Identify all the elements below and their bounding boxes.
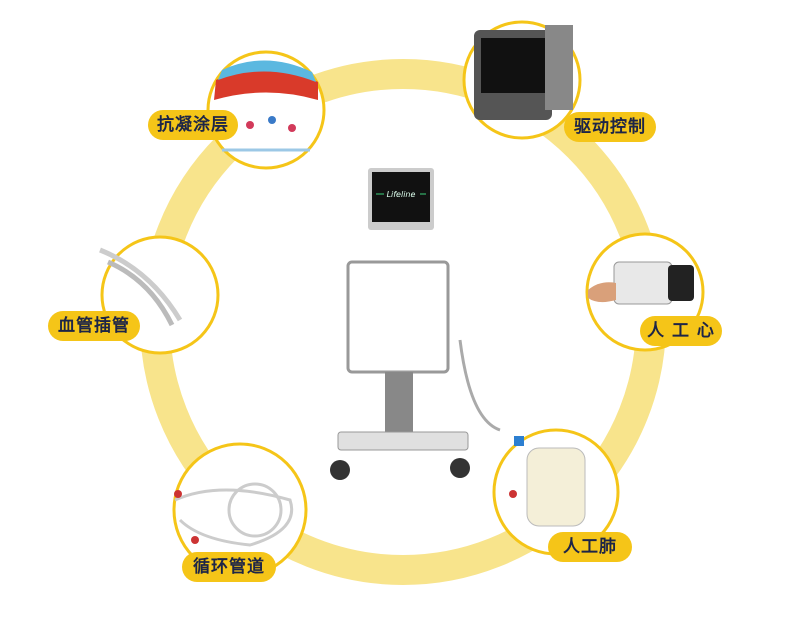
label-drive-control: 驱动控制 (564, 112, 656, 142)
device-screen-text: Lifeline (387, 190, 416, 199)
label-vascular-cannula: 血管插管 (48, 311, 140, 341)
label-anticoagulant-coating: 抗凝涂层 (148, 110, 238, 140)
label-artificial-heart: 人 工 心 (640, 316, 722, 346)
drive-control-image (462, 20, 582, 140)
label-circulation-tubing: 循环管道 (182, 552, 276, 582)
label-artificial-lung: 人工肺 (548, 532, 632, 562)
anticoagulant-coating-image (206, 50, 326, 170)
central-device-image: Lifeline (330, 168, 501, 480)
